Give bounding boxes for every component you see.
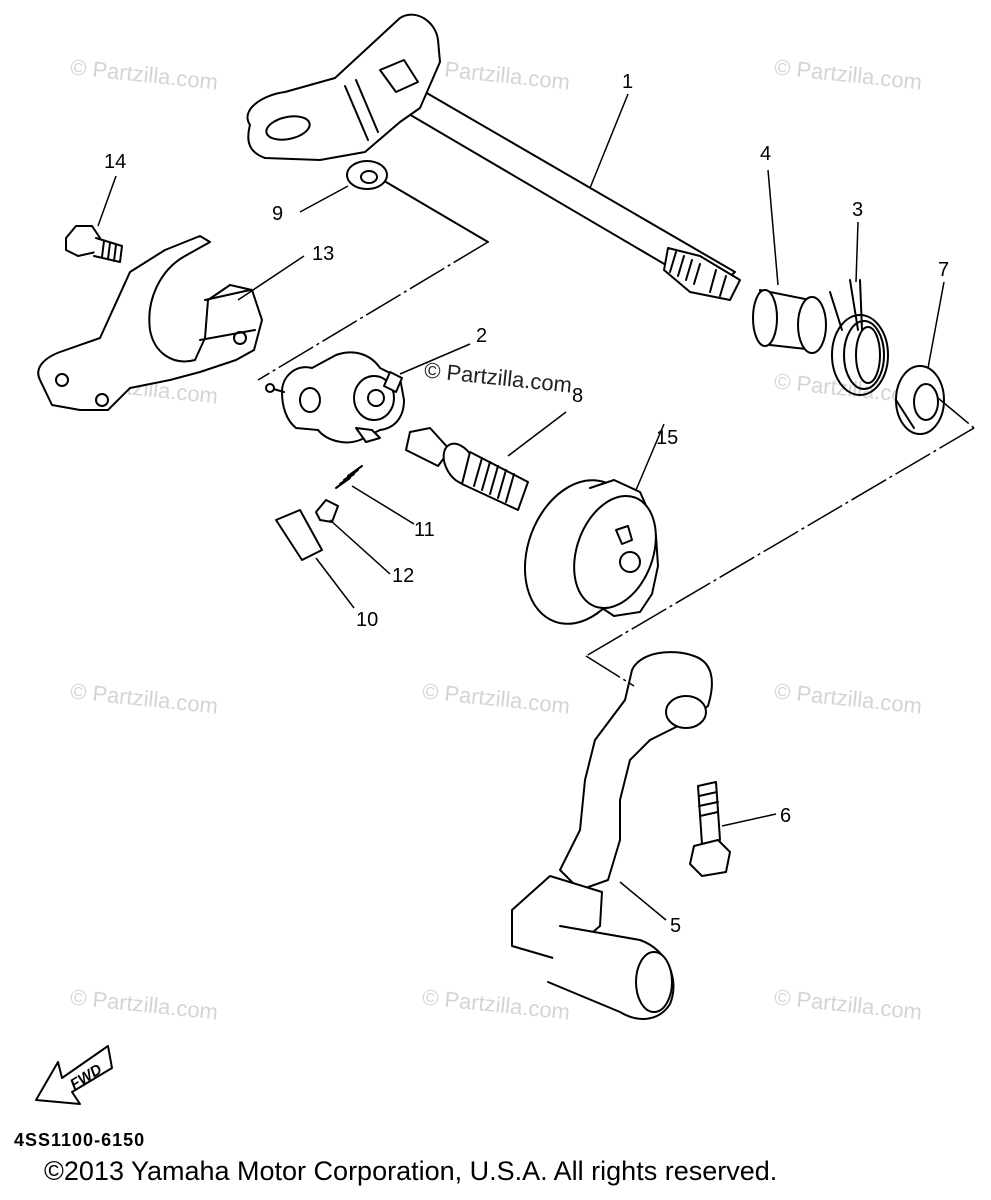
stud-bolt-part-8 (405, 427, 529, 511)
shift-lever-part-2 (265, 351, 405, 444)
oil-seal-part-7 (895, 365, 945, 435)
callout-15: 15 (656, 427, 679, 449)
alignment-line (585, 427, 975, 657)
callout-12: 12 (392, 565, 415, 587)
leader-line (855, 221, 859, 283)
leader-line (767, 169, 779, 286)
segment-part-15 (523, 479, 659, 625)
washer-part-9 (346, 160, 388, 190)
shift-shaft-part-1 (246, 13, 741, 301)
leader-line (399, 343, 471, 375)
callout-3: 3 (852, 199, 864, 221)
alignment-line (257, 241, 489, 381)
callout-7: 7 (938, 259, 950, 281)
leader-line (721, 813, 777, 827)
callout-6: 6 (780, 805, 792, 827)
leader-line (351, 485, 415, 525)
shift-guide-plate-part-13 (37, 235, 263, 411)
callout-10: 10 (356, 609, 379, 631)
torsion-spring-part-3 (829, 279, 889, 396)
callout-9: 9 (272, 203, 284, 225)
alignment-line (937, 397, 975, 429)
alignment-line (585, 655, 635, 687)
callout-8: 8 (572, 385, 584, 407)
part-code: 4SS1100-6150 (14, 1130, 146, 1150)
collar-part-4 (752, 289, 827, 354)
leader-line (97, 175, 117, 227)
callout-13: 13 (312, 243, 335, 265)
callout-4: 4 (760, 143, 772, 165)
leader-line (635, 423, 665, 491)
shift-pedal-part-5 (511, 651, 713, 1020)
leader-line (927, 281, 945, 369)
leader-line (299, 185, 349, 213)
leader-line (619, 881, 667, 921)
copyright-notice: ©2013 Yamaha Motor Corporation, U.S.A. A… (44, 1156, 778, 1186)
leader-line (589, 93, 629, 189)
callout-2: 2 (476, 325, 488, 347)
pin-part-12 (315, 499, 339, 523)
spring-part-11 (335, 465, 363, 489)
callout-1: 1 (622, 71, 634, 93)
callout-5: 5 (670, 915, 682, 937)
leader-line (237, 255, 305, 301)
leader-line (329, 519, 391, 575)
callout-14: 14 (104, 151, 127, 173)
bolt-part-6 (689, 781, 731, 877)
stopper-part-10 (275, 509, 323, 561)
leader-line (507, 411, 567, 457)
leader-line (315, 557, 355, 609)
fwd-arrow-icon (35, 1045, 113, 1105)
bolt-part-14 (65, 225, 123, 263)
callout-11: 11 (414, 519, 435, 541)
